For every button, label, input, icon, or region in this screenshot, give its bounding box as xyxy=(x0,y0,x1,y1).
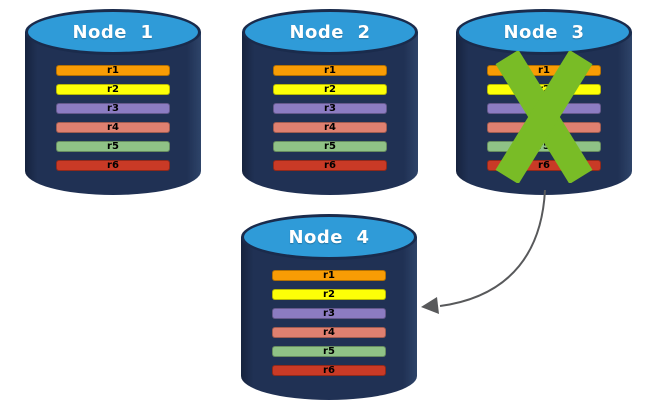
record-bar-r6: r6 xyxy=(487,160,601,171)
record-bar-r4: r4 xyxy=(56,122,170,133)
failover-arrow-curve xyxy=(439,189,546,307)
failover-arrowhead xyxy=(421,297,439,314)
node-2-records: r1 r2 r3 r4 r5 r6 xyxy=(273,65,387,179)
record-bar-r6: r6 xyxy=(56,160,170,171)
record-bar-r1: r1 xyxy=(273,65,387,76)
record-bar-r1: r1 xyxy=(487,65,601,76)
record-bar-r5: r5 xyxy=(56,141,170,152)
record-bar-r4: r4 xyxy=(272,327,386,338)
record-bar-r1: r1 xyxy=(56,65,170,76)
record-bar-r5: r5 xyxy=(272,346,386,357)
cylinder-top: Node 1 xyxy=(25,9,201,55)
record-bar-r4: r4 xyxy=(487,122,601,133)
cylinder-top: Node 4 xyxy=(241,214,417,260)
node-3-label: Node 3 xyxy=(503,21,585,43)
record-bar-r3: r3 xyxy=(273,103,387,114)
record-bar-r2: r2 xyxy=(56,84,170,95)
node-1-label: Node 1 xyxy=(72,21,154,43)
node-1-records: r1 r2 r3 r4 r5 r6 xyxy=(56,65,170,179)
node-4-label: Node 4 xyxy=(288,226,370,248)
node-3-cylinder: Node 3 r1 r2 r3 r4 r5 r6 xyxy=(456,9,632,195)
record-bar-r6: r6 xyxy=(272,365,386,376)
node-1-cylinder: Node 1 r1 r2 r3 r4 r5 r6 xyxy=(25,9,201,195)
record-bar-r3: r3 xyxy=(487,103,601,114)
cylinder-top: Node 2 xyxy=(242,9,418,55)
record-bar-r2: r2 xyxy=(273,84,387,95)
record-bar-r5: r5 xyxy=(487,141,601,152)
record-bar-r2: r2 xyxy=(487,84,601,95)
node-2-cylinder: Node 2 r1 r2 r3 r4 r5 r6 xyxy=(242,9,418,195)
cylinder-top: Node 3 xyxy=(456,9,632,55)
record-bar-r4: r4 xyxy=(273,122,387,133)
record-bar-r2: r2 xyxy=(272,289,386,300)
record-bar-r3: r3 xyxy=(56,103,170,114)
node-4-cylinder: Node 4 r1 r2 r3 r4 r5 r6 xyxy=(241,214,417,400)
record-bar-r5: r5 xyxy=(273,141,387,152)
node-3-records: r1 r2 r3 r4 r5 r6 xyxy=(487,65,601,179)
record-bar-r3: r3 xyxy=(272,308,386,319)
node-4-records: r1 r2 r3 r4 r5 r6 xyxy=(272,270,386,384)
node-2-label: Node 2 xyxy=(289,21,371,43)
record-bar-r1: r1 xyxy=(272,270,386,281)
record-bar-r6: r6 xyxy=(273,160,387,171)
